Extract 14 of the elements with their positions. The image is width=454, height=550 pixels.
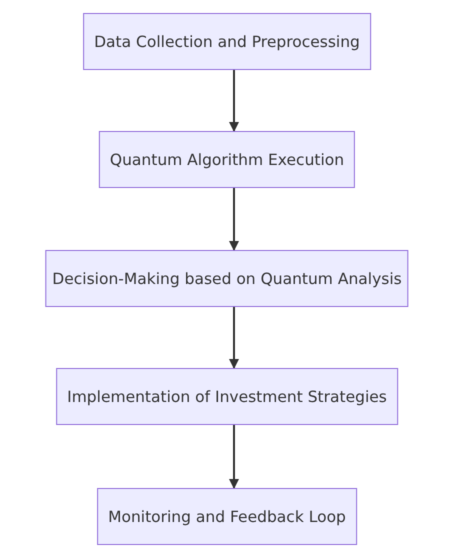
arrow	[229, 70, 239, 132]
process-box	[83, 13, 371, 70]
box-label: Quantum Algorithm Execution	[110, 150, 344, 168]
box-label: Decision-Making based on Quantum Analysis	[52, 270, 402, 288]
arrow	[229, 307, 239, 369]
box-label: Implementation of Investment Strategies	[67, 388, 387, 406]
box-label: Data Collection and Preprocessing	[94, 32, 360, 50]
arrow	[229, 188, 239, 251]
process-box	[56, 368, 398, 425]
process-box	[45, 250, 409, 307]
process-box	[97, 488, 357, 545]
arrow	[229, 425, 239, 489]
process-box	[98, 131, 356, 188]
box-label: Monitoring and Feedback Loop	[108, 508, 346, 526]
